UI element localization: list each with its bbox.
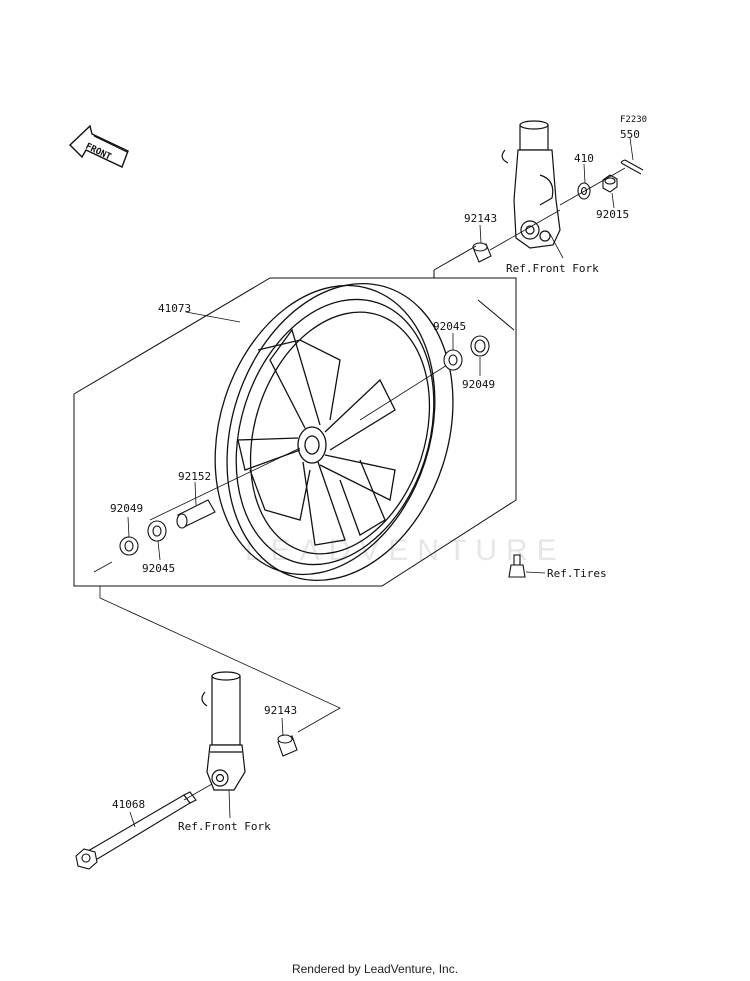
- assembly-outline: [73, 245, 517, 587]
- label-92143-bottom: 92143: [264, 704, 297, 717]
- collar-92143-bottom: [277, 734, 298, 757]
- label-ref-front-fork-bottom: Ref.Front Fork: [178, 820, 271, 833]
- label-92152: 92152: [178, 470, 211, 483]
- front-fork-left: [201, 671, 246, 791]
- front-axle-41068: [75, 791, 197, 870]
- bearing-92045-right: [443, 349, 463, 371]
- figure-code: F2230: [620, 115, 647, 125]
- footer-credit: Rendered by LeadVenture, Inc.: [291, 962, 459, 976]
- front-fork-right: [501, 120, 561, 249]
- bearing-92045-left: [147, 520, 167, 542]
- collar-92143-top: [472, 242, 492, 263]
- seal-92049-right: [470, 335, 490, 357]
- tire-valve: [508, 554, 526, 578]
- label-92049-left: 92049: [110, 502, 143, 515]
- front-wheel-41073: [214, 282, 454, 582]
- label-92143-top: 92143: [464, 212, 497, 225]
- spacer-92152: [176, 499, 216, 529]
- label-92049-right: 92049: [462, 378, 495, 391]
- cotter-pin-550: [620, 159, 644, 175]
- front-direction-arrow: FRONT: [68, 124, 129, 168]
- label-ref-tires: Ref.Tires: [547, 567, 607, 580]
- seal-92049-left: [119, 536, 139, 556]
- label-92045-left: 92045: [142, 562, 175, 575]
- label-92015: 92015: [596, 208, 629, 221]
- label-410: 410: [574, 152, 594, 165]
- bottom-leader-lines: [93, 561, 341, 733]
- castle-nut-92015: [602, 174, 618, 193]
- label-550: 550: [620, 128, 640, 141]
- label-92045-right: 92045: [433, 320, 466, 333]
- watermark-text: LEADVENTURE: [245, 534, 566, 567]
- label-41068: 41068: [112, 798, 145, 811]
- label-ref-front-fork-top: Ref.Front Fork: [506, 262, 599, 275]
- label-41073: 41073: [158, 302, 191, 315]
